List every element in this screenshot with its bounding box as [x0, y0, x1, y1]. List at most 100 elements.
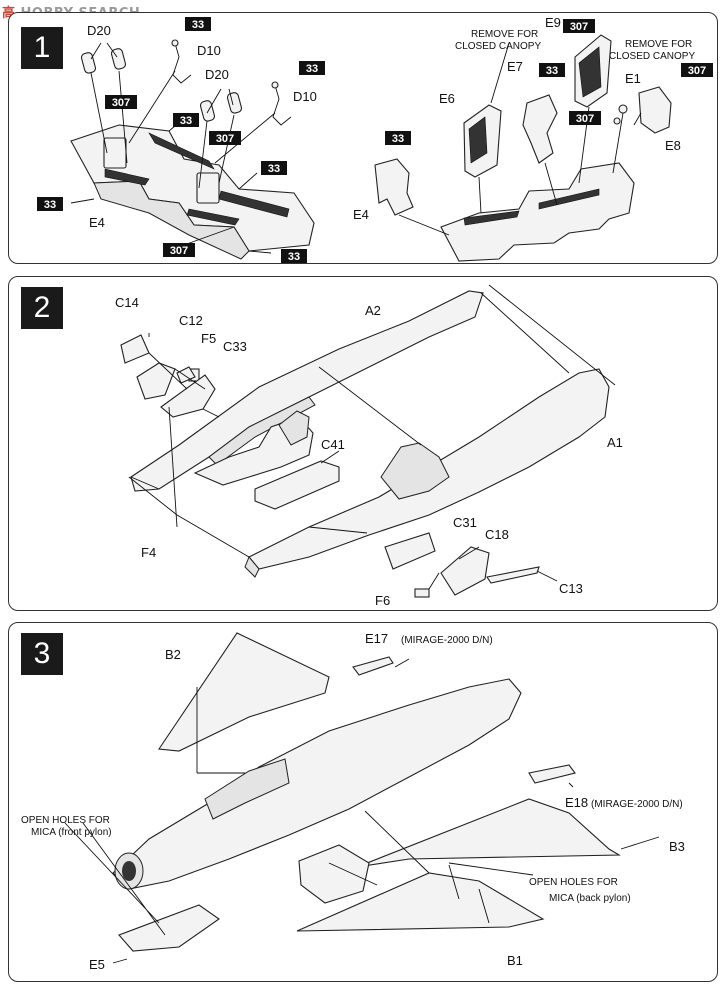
paint-code-badge: 33	[261, 161, 287, 175]
note-open-holes-back-a: OPEN HOLES FOR	[529, 877, 618, 888]
part-b1-wing	[296, 872, 545, 932]
parts-front-c14-c12-f5-c33	[120, 334, 216, 418]
label-c12: C12	[179, 313, 203, 328]
step-1-panel: 1	[8, 12, 718, 264]
paint-code-badge: 307	[209, 131, 241, 145]
note-remove-2a: REMOVE FOR	[625, 39, 692, 50]
paint-code-text: 33	[192, 19, 204, 31]
label-d20-b: D20	[205, 67, 229, 82]
part-b3-wing	[356, 798, 621, 868]
label-e4-left: E4	[89, 215, 105, 230]
note-remove-2b: CLOSED CANOPY	[609, 51, 695, 62]
paint-code-text: 33	[180, 115, 192, 127]
paint-code-text: 33	[392, 133, 404, 145]
step-3-panel: 3	[8, 622, 718, 982]
parts-rear-c31-c18-c13-f6	[384, 532, 540, 598]
part-e7-seat	[522, 94, 558, 164]
paint-code-badge: 33	[281, 249, 307, 263]
step-2-number: 2	[21, 287, 63, 329]
paint-code-text: 307	[216, 133, 234, 145]
label-e8: E8	[665, 138, 681, 153]
part-e8-e1	[613, 86, 672, 134]
label-d20-a: D20	[87, 23, 111, 38]
part-e9-panel	[574, 34, 612, 108]
paint-code-text: 33	[288, 251, 300, 263]
paint-code-badge: 33	[37, 197, 63, 211]
part-a2-fuselage-half	[130, 290, 484, 492]
label-f5: F5	[201, 331, 216, 346]
paint-code-text: 33	[306, 63, 318, 75]
label-c14: C14	[115, 295, 139, 310]
note-open-holes-front-a: OPEN HOLES FOR	[21, 815, 110, 826]
step-1-diagram: 33 307 33 307 33 33 33 307 33 307 33 307 307 33 D20 D…	[37, 15, 713, 263]
step-1-number: 1	[21, 27, 63, 69]
cockpit-tub-right	[440, 162, 635, 262]
note-remove-1b: CLOSED CANOPY	[455, 41, 541, 52]
badges-step1: 33 307 33 307 33 33 33 307 33 307 33 307 307 33	[37, 17, 713, 263]
paint-code-text: 33	[44, 199, 56, 211]
label-c13: C13	[559, 581, 583, 596]
part-c41	[254, 460, 340, 510]
step-3-diagram: B2 E17 E18 B3 E5 B1 (MIRAGE-2000 D/N) (M…	[21, 631, 685, 972]
note-open-holes-front-b: MICA (front pylon)	[31, 827, 112, 838]
note-mirage-e17: (MIRAGE-2000 D/N)	[401, 635, 493, 646]
paint-code-badge: 33	[185, 17, 211, 31]
part-e4-seat	[374, 158, 414, 216]
note-remove-1a: REMOVE FOR	[471, 29, 538, 40]
part-a1-fuselage-half	[244, 368, 610, 578]
label-b2: B2	[165, 647, 181, 662]
label-b1: B1	[507, 953, 523, 968]
paint-code-badge: 307	[681, 63, 713, 77]
label-e6: E6	[439, 91, 455, 106]
label-e9: E9	[545, 15, 561, 30]
assembled-fuselage	[112, 678, 522, 890]
leader-lines-step1-left	[70, 42, 276, 254]
paint-code-text: 307	[170, 245, 188, 257]
label-a1: A1	[607, 435, 623, 450]
step-3-number: 3	[21, 633, 63, 675]
paint-code-text: 307	[112, 97, 130, 109]
label-c18: C18	[485, 527, 509, 542]
note-mirage-e18: (MIRAGE-2000 D/N)	[591, 799, 683, 810]
paint-code-text: 307	[576, 113, 594, 125]
label-f4: F4	[141, 545, 156, 560]
paint-code-badge: 33	[385, 131, 411, 145]
label-d10-b: D10	[293, 89, 317, 104]
part-e17	[352, 656, 394, 676]
label-d10-a: D10	[197, 43, 221, 58]
cockpit-tub-left	[70, 124, 315, 260]
note-open-holes-back-b: MICA (back pylon)	[549, 893, 631, 904]
part-e5-pylon	[118, 844, 370, 952]
step-2-panel: 2	[8, 276, 718, 611]
leader-lines-step3	[64, 658, 660, 964]
part-e6-panel	[463, 104, 502, 178]
part-b2-wing	[158, 632, 330, 752]
part-e18	[528, 764, 576, 784]
paint-code-badge: 307	[105, 95, 137, 109]
paint-code-badge: 33	[539, 63, 565, 77]
label-e1: E1	[625, 71, 641, 86]
cockpit-tub-step2	[193, 410, 314, 486]
paint-code-badge: 33	[173, 113, 199, 127]
paint-code-badge: 307	[569, 111, 601, 125]
paint-code-text: 307	[688, 65, 706, 77]
paint-code-badge: 307	[563, 19, 595, 33]
step-2-diagram: C14 C12 F5 C33 A2 C41 A1 F4 C31 C18 F6 C…	[115, 284, 623, 608]
label-e18: E18	[565, 795, 588, 810]
label-e17: E17	[365, 631, 388, 646]
paint-code-text: 307	[570, 21, 588, 33]
paint-code-text: 33	[546, 65, 558, 77]
paint-code-text: 33	[268, 163, 280, 175]
part-d20-left	[80, 48, 243, 122]
label-f6: F6	[375, 593, 390, 608]
part-d10	[171, 39, 292, 126]
paint-code-badge: 307	[163, 243, 195, 257]
label-e5: E5	[89, 957, 105, 972]
paint-code-badge: 33	[299, 61, 325, 75]
label-c41: C41	[321, 437, 345, 452]
label-a2: A2	[365, 303, 381, 318]
label-e4-right: E4	[353, 207, 369, 222]
label-c33: C33	[223, 339, 247, 354]
label-c31: C31	[453, 515, 477, 530]
label-b3: B3	[669, 839, 685, 854]
